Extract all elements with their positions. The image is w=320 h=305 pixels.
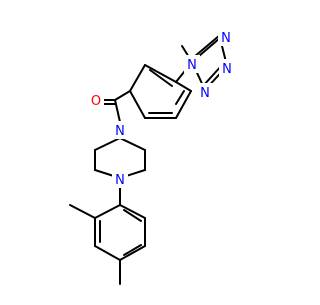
bond-aryl (94, 245, 121, 261)
label-mask (112, 121, 128, 139)
structure-canvas: N N N N O N N (69, 28, 235, 285)
bond-aryl-inner (123, 244, 142, 256)
bond-methyl (69, 204, 96, 219)
label-mask (218, 28, 234, 46)
atom-label-tetrazole-n2: N (221, 31, 231, 46)
bond-aryl (119, 204, 146, 219)
bond-piperazine (94, 137, 121, 151)
label-mask (197, 83, 213, 101)
bond-piperazine (119, 137, 146, 151)
bond-layer (69, 34, 228, 285)
bond-aryl-inner (123, 209, 142, 222)
label-mask (88, 91, 104, 109)
atom-label-layer: N N N N O N N (88, 28, 235, 188)
label-mask (184, 55, 200, 73)
bond-aryl (175, 90, 192, 119)
bond-aryl (94, 204, 121, 219)
atom-label-piperazine-n-top: N (115, 124, 125, 139)
bond-carbonyl-n (114, 99, 121, 123)
label-mask (112, 170, 128, 188)
atom-label-carbonyl-o: O (91, 94, 101, 109)
bond-aryl (129, 90, 146, 119)
bond-aryl-inner (149, 69, 173, 87)
atom-label-tetrazole-n4: N (200, 86, 210, 101)
bond-aryl (119, 245, 146, 261)
atom-label-tetrazole-n1: N (187, 58, 197, 73)
bond-aryl-carbonyl (114, 90, 131, 101)
bond-aryl-inner (175, 90, 185, 105)
bond-tetrazole-double (193, 34, 221, 58)
atom-label-piperazine-n-bottom: N (115, 173, 125, 188)
molecule-diagram: N N N N O N N (69, 28, 235, 285)
bond-aryl (175, 81, 192, 92)
bond-aryl (129, 64, 146, 92)
label-mask (219, 59, 235, 77)
bond-aryl (144, 64, 177, 83)
atom-label-tetrazole-n3: N (222, 62, 232, 77)
